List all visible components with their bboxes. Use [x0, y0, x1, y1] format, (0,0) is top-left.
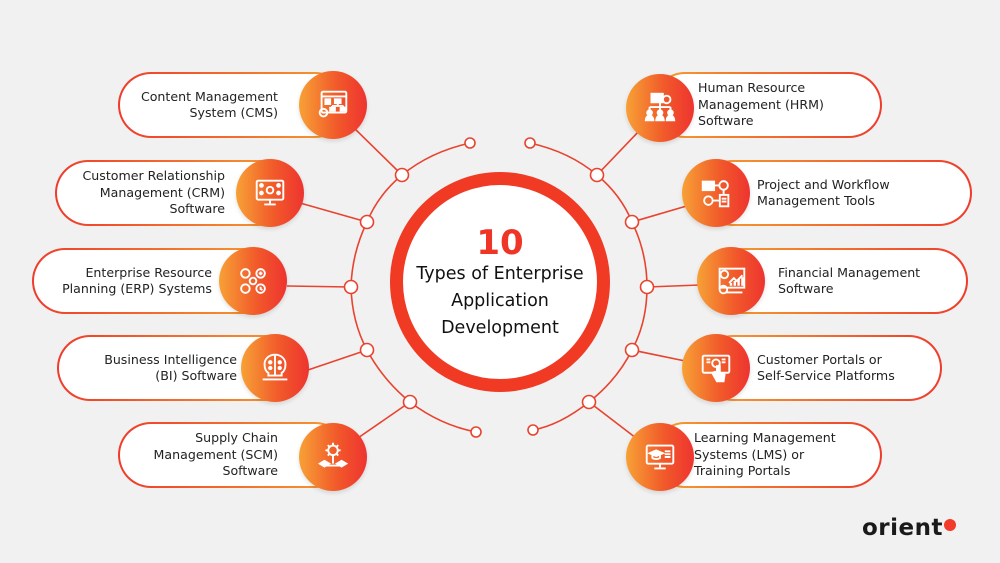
finance-chart-icon — [697, 247, 765, 315]
item-finance: Financial Management Software — [710, 248, 968, 314]
item-label: Project and Workflow Management Tools — [757, 176, 890, 209]
item-bi: Business Intelligence (BI) Software — [57, 335, 307, 401]
hrm-org-chart-icon — [626, 74, 694, 142]
item-lms: Learning Management Systems (LMS) or Tra… — [652, 422, 882, 488]
item-scm: Supply Chain Management (SCM) Software — [118, 422, 348, 488]
item-label: Supply Chain Management (SCM) Software — [153, 430, 278, 479]
item-workflow: Project and Workflow Management Tools — [700, 160, 972, 226]
lms-graduation-monitor-icon — [626, 423, 694, 491]
item-crm: Customer Relationship Management (CRM) S… — [55, 160, 295, 226]
workflow-gears-icon — [682, 159, 750, 227]
orient-logo: orient — [862, 515, 956, 541]
logo-dot-icon — [944, 519, 956, 531]
center-title: Types of Enterprise Application Developm… — [416, 263, 584, 338]
item-label: Customer Relationship Management (CRM) S… — [82, 168, 226, 217]
item-cms: Content Management System (CMS) — [118, 72, 348, 138]
scm-gear-network-icon — [299, 423, 367, 491]
item-hrm: Human Resource Management (HRM) Software — [652, 72, 882, 138]
item-label: Content Management System (CMS) — [140, 88, 278, 121]
item-label: Human Resource Management (HRM) Software — [698, 80, 824, 129]
logo-text: orient — [862, 515, 943, 541]
center-title-circle: 10 Types of Enterprise Application Devel… — [390, 172, 610, 392]
crm-monitor-people-icon — [236, 159, 304, 227]
item-label: Learning Management Systems (LMS) or Tra… — [694, 430, 836, 479]
item-erp: Enterprise Resource Planning (ERP) Syste… — [32, 248, 282, 314]
item-label: Business Intelligence (BI) Software — [104, 351, 237, 384]
item-label: Enterprise Resource Planning (ERP) Syste… — [62, 264, 212, 297]
item-label: Customer Portals or Self-Service Platfor… — [757, 351, 895, 384]
item-portal: Customer Portals or Self-Service Platfor… — [700, 335, 942, 401]
bi-brain-laptop-icon — [241, 334, 309, 402]
item-label: Financial Management Software — [778, 264, 921, 297]
cms-dashboard-icon — [299, 71, 367, 139]
center-number: 10 — [476, 222, 524, 263]
erp-cycle-icon — [219, 247, 287, 315]
portal-touch-icon — [682, 334, 750, 402]
